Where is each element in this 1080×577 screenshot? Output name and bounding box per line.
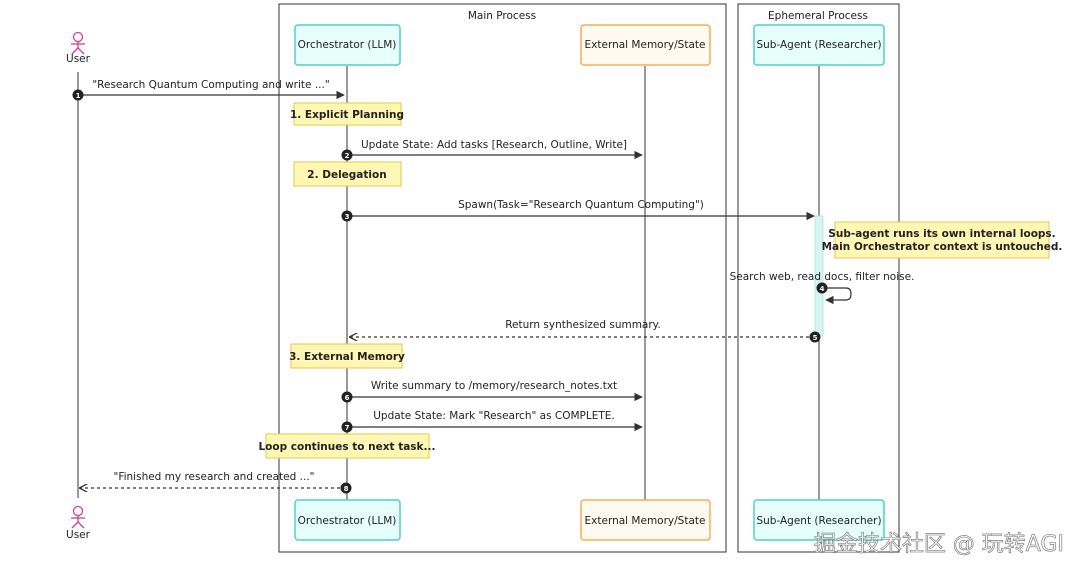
subagent-label-top: Sub-Agent (Researcher) [756, 39, 881, 51]
user-label-top: User [66, 53, 91, 65]
svg-text:3. External Memory: 3. External Memory [289, 351, 405, 363]
message-7: Update State: Mark "Research" as COMPLET… [341, 410, 643, 433]
ephemeral-process-group [737, 3, 900, 553]
svg-text:1. Explicit Planning: 1. Explicit Planning [290, 109, 404, 121]
message-8-label: "Finished my research and created ..." [114, 471, 315, 483]
message-8: "Finished my research and created ..." 8 [80, 471, 352, 494]
svg-text:5: 5 [813, 334, 818, 342]
note-loop-continues: Loop continues to next task... [258, 433, 436, 459]
svg-text:7: 7 [345, 424, 350, 432]
note-explicit-planning: 1. Explicit Planning [290, 102, 404, 126]
subagent-box-top[interactable]: Sub-Agent (Researcher) [753, 24, 885, 66]
user-label-bottom: User [66, 529, 91, 541]
orchestrator-box-bottom[interactable]: Orchestrator (LLM) [294, 499, 401, 541]
note-external-memory: 3. External Memory [289, 343, 405, 369]
note-delegation: 2. Delegation [293, 161, 402, 187]
memory-label-bottom: External Memory/State [585, 515, 706, 527]
svg-text:4: 4 [820, 285, 825, 293]
message-2: Update State: Add tasks [Research, Outli… [341, 139, 643, 161]
main-process-group [278, 3, 727, 553]
subagent-label-bottom: Sub-Agent (Researcher) [756, 515, 881, 527]
user-icon [71, 31, 85, 55]
step-4-badge [816, 282, 828, 294]
step-3-badge [341, 210, 353, 222]
main-process-label: Main Process [468, 10, 536, 22]
message-5-label: Return synthesized summary. [505, 319, 661, 331]
message-4: Search web, read docs, filter noise. 4 [730, 271, 915, 305]
step-2-badge [341, 149, 353, 161]
user-actor-top[interactable]: User [66, 31, 91, 66]
message-6: Write summary to /memory/research_notes.… [341, 380, 643, 403]
memory-box-top[interactable]: External Memory/State [580, 24, 711, 66]
svg-text:2. Delegation: 2. Delegation [307, 169, 386, 181]
message-2-label: Update State: Add tasks [Research, Outli… [361, 139, 627, 151]
memory-box-bottom[interactable]: External Memory/State [580, 499, 711, 541]
svg-text:Main Orchestrator context is u: Main Orchestrator context is untouched. [822, 241, 1063, 253]
svg-text:Loop continues to next task...: Loop continues to next task... [258, 441, 435, 453]
message-7-label: Update State: Mark "Research" as COMPLET… [373, 410, 615, 422]
svg-text:1: 1 [76, 92, 81, 100]
step-8-badge [340, 482, 352, 494]
step-7-badge [341, 421, 353, 433]
watermark: 掘金技术社区 @ 玩转AGI [814, 532, 1064, 557]
svg-text:6: 6 [345, 394, 350, 402]
message-1: "Research Quantum Computing and write ..… [72, 79, 345, 101]
message-4-label: Search web, read docs, filter noise. [730, 271, 915, 283]
svg-text:3: 3 [345, 213, 350, 221]
message-3-label: Spawn(Task="Research Quantum Computing") [458, 199, 704, 211]
step-6-badge [341, 391, 353, 403]
ephemeral-process-label: Ephemeral Process [768, 10, 868, 22]
message-1-label: "Research Quantum Computing and write ..… [92, 79, 329, 91]
orchestrator-label-bottom: Orchestrator (LLM) [298, 515, 397, 527]
message-5: Return synthesized summary. 5 [350, 319, 821, 343]
message-3: Spawn(Task="Research Quantum Computing")… [341, 199, 815, 222]
subagent-box-bottom[interactable]: Sub-Agent (Researcher) [753, 499, 885, 541]
svg-text:2: 2 [345, 152, 350, 160]
orchestrator-label-top: Orchestrator (LLM) [298, 39, 397, 51]
step-5-badge [809, 331, 821, 343]
orchestrator-box-top[interactable]: Orchestrator (LLM) [294, 24, 401, 66]
note-subagent-loops: Sub-agent runs its own internal loops. M… [822, 221, 1063, 259]
svg-text:8: 8 [344, 485, 349, 493]
user-icon [71, 505, 85, 529]
step-1-badge [72, 89, 84, 101]
message-6-label: Write summary to /memory/research_notes.… [371, 380, 617, 392]
memory-label-top: External Memory/State [585, 39, 706, 51]
svg-text:Sub-agent runs its own interna: Sub-agent runs its own internal loops. [828, 228, 1055, 240]
user-actor-bottom[interactable]: User [66, 505, 91, 542]
